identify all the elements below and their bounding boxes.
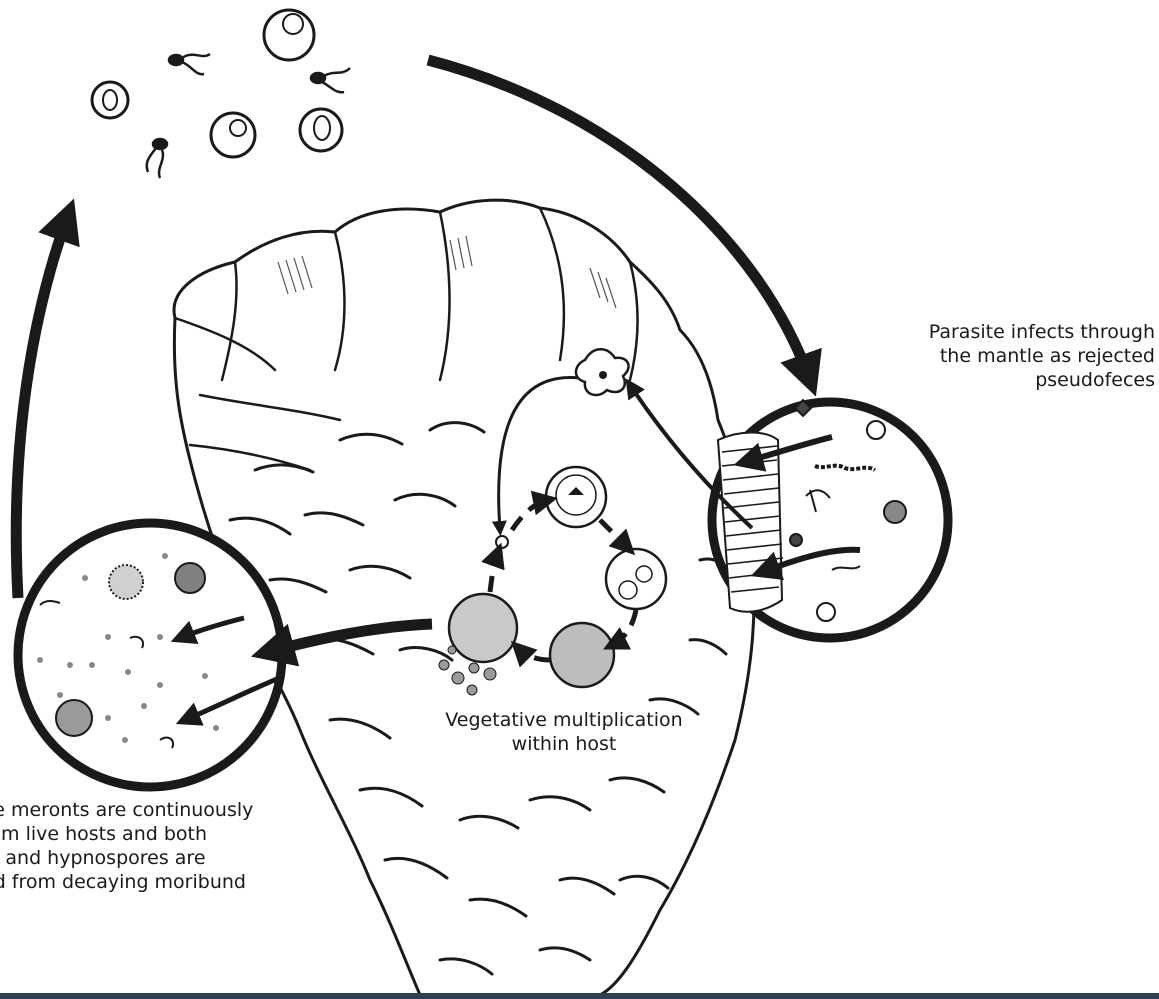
release-label-line-2: rom live hosts and both [0,822,253,846]
release-label-line-1: ve meronts are continuously [0,798,253,822]
infection-detail-circle [712,400,948,638]
meront-cluster-lower [56,700,92,736]
infection-label-line-3: pseudofeces [929,368,1155,392]
mature-tomont [550,623,614,687]
rupturing-tomont [449,594,517,662]
hypnospore-cluster [109,565,143,599]
release-label-line-4: ed from decaying moribund [0,870,253,894]
vegetative-multiplication-label: Vegetative multiplication within host [404,708,724,756]
release-label: ve meronts are continuously rom live hos… [0,798,253,894]
arrow-release-to-water [16,215,68,598]
small-trophozoite [496,536,508,548]
release-detail-circle [18,523,284,787]
vegetative-label-line-1: Vegetative multiplication [404,708,724,732]
infection-label-line-2: the mantle as rejected [929,344,1155,368]
trophozoite-vacuole [546,467,606,527]
vegetative-label-line-2: within host [404,732,724,756]
hypnospore-cell [264,10,314,60]
infection-label-line-1: Parasite infects through [929,320,1155,344]
bottom-border-bar [0,993,1159,999]
meront-cluster [175,563,205,593]
dividing-tomont [606,549,666,609]
infection-route-label: Parasite infects through the mantle as r… [929,320,1155,392]
release-label-line-3: ts and hypnospores are [0,846,253,870]
free-living-stages [92,10,350,178]
meront-cell [92,82,128,118]
